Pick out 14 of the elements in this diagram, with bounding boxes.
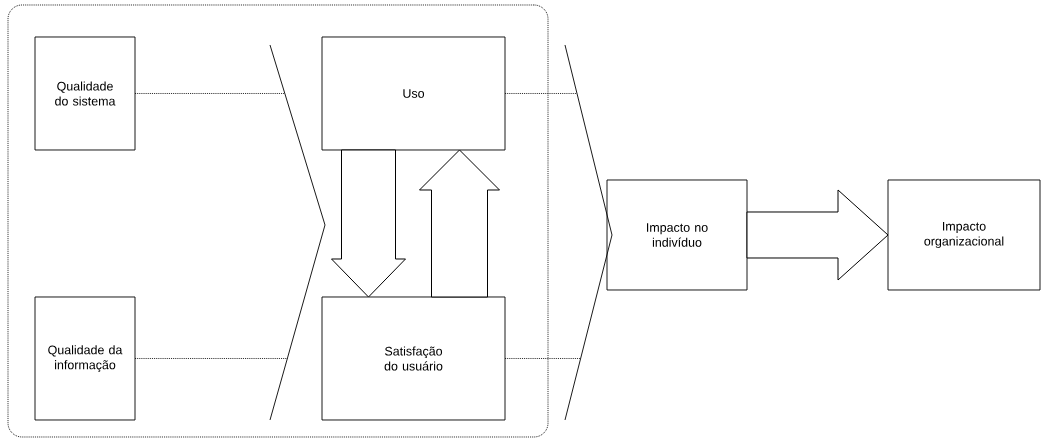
process-box: Impacto no indivíduo [606,179,748,291]
process-box: Impacto organizacional [887,179,1041,291]
process-box: Qualidade da informação [34,296,136,421]
connector-line [504,93,578,94]
block-arrow [331,149,406,298]
block-arrow [746,189,889,281]
connector-line [504,358,582,359]
process-box: Qualidade do sistema [34,36,136,151]
process-box: Satisfação do usuário [321,296,506,421]
process-box: Uso [321,36,506,151]
block-arrow [419,149,500,298]
connector-line [134,93,286,94]
connector-line [134,358,288,359]
group-frame [7,4,549,438]
